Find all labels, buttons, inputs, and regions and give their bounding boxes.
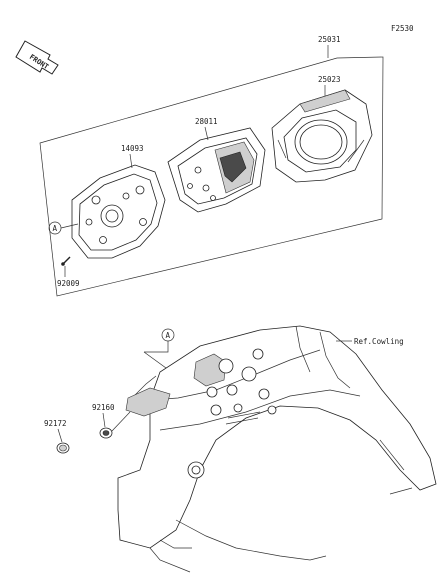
meter-cover xyxy=(71,164,166,259)
leader-ref-a-bottom xyxy=(144,341,169,353)
callout-92172: 92172 xyxy=(44,419,67,428)
leader-ref-a-top xyxy=(60,223,79,229)
screw-92009 xyxy=(61,256,71,266)
front-arrow-icon: FRONT xyxy=(15,40,59,75)
assembly-boundary xyxy=(39,56,384,297)
cowling xyxy=(117,325,437,573)
callout-25023: 25023 xyxy=(318,75,341,84)
leader-14093 xyxy=(129,153,133,169)
grommet-92160 xyxy=(99,427,113,439)
callout-92009: 92009 xyxy=(57,279,80,288)
ref-cowling-label: Ref.Cowling xyxy=(354,337,404,346)
mount-bracket xyxy=(125,387,171,417)
meter-case xyxy=(271,89,373,183)
leader-28011 xyxy=(204,126,209,141)
callout-25031: 25031 xyxy=(318,35,341,44)
meter-unit xyxy=(167,127,266,213)
callout-14093: 14093 xyxy=(121,144,144,153)
leader-92160 xyxy=(102,412,106,428)
leader-92160-b xyxy=(111,411,131,432)
ref-a-top: A xyxy=(53,224,58,233)
callout-28011: 28011 xyxy=(195,117,218,126)
leader-92172 xyxy=(57,428,63,443)
figure-id: F2530 xyxy=(391,24,414,33)
callout-92160: 92160 xyxy=(92,403,115,412)
plug-92172 xyxy=(56,442,70,454)
ref-a-bottom: A xyxy=(166,331,171,340)
